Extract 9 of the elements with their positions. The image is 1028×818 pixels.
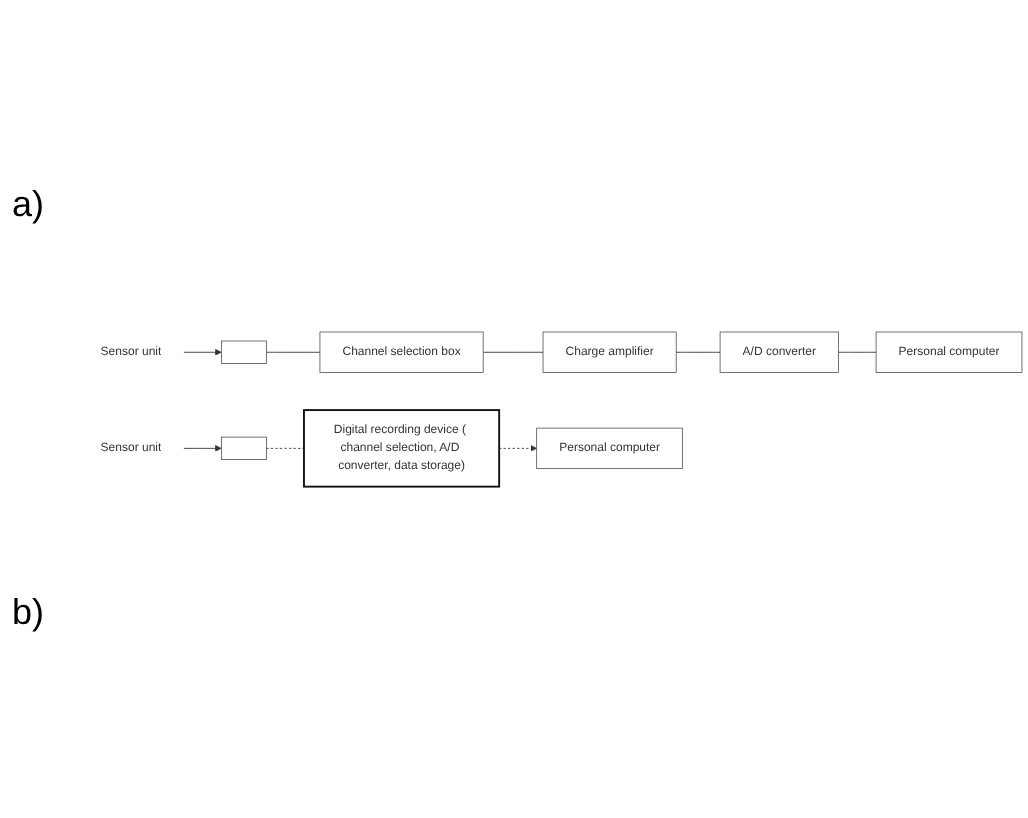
panel-label: b) (12, 592, 47, 635)
connector (266, 351, 321, 353)
node-box (221, 436, 267, 460)
node-box (221, 340, 267, 364)
connector (266, 447, 305, 449)
panel-label: a) (12, 183, 47, 226)
connector (675, 351, 721, 353)
connector (838, 351, 877, 353)
connector (482, 351, 544, 353)
